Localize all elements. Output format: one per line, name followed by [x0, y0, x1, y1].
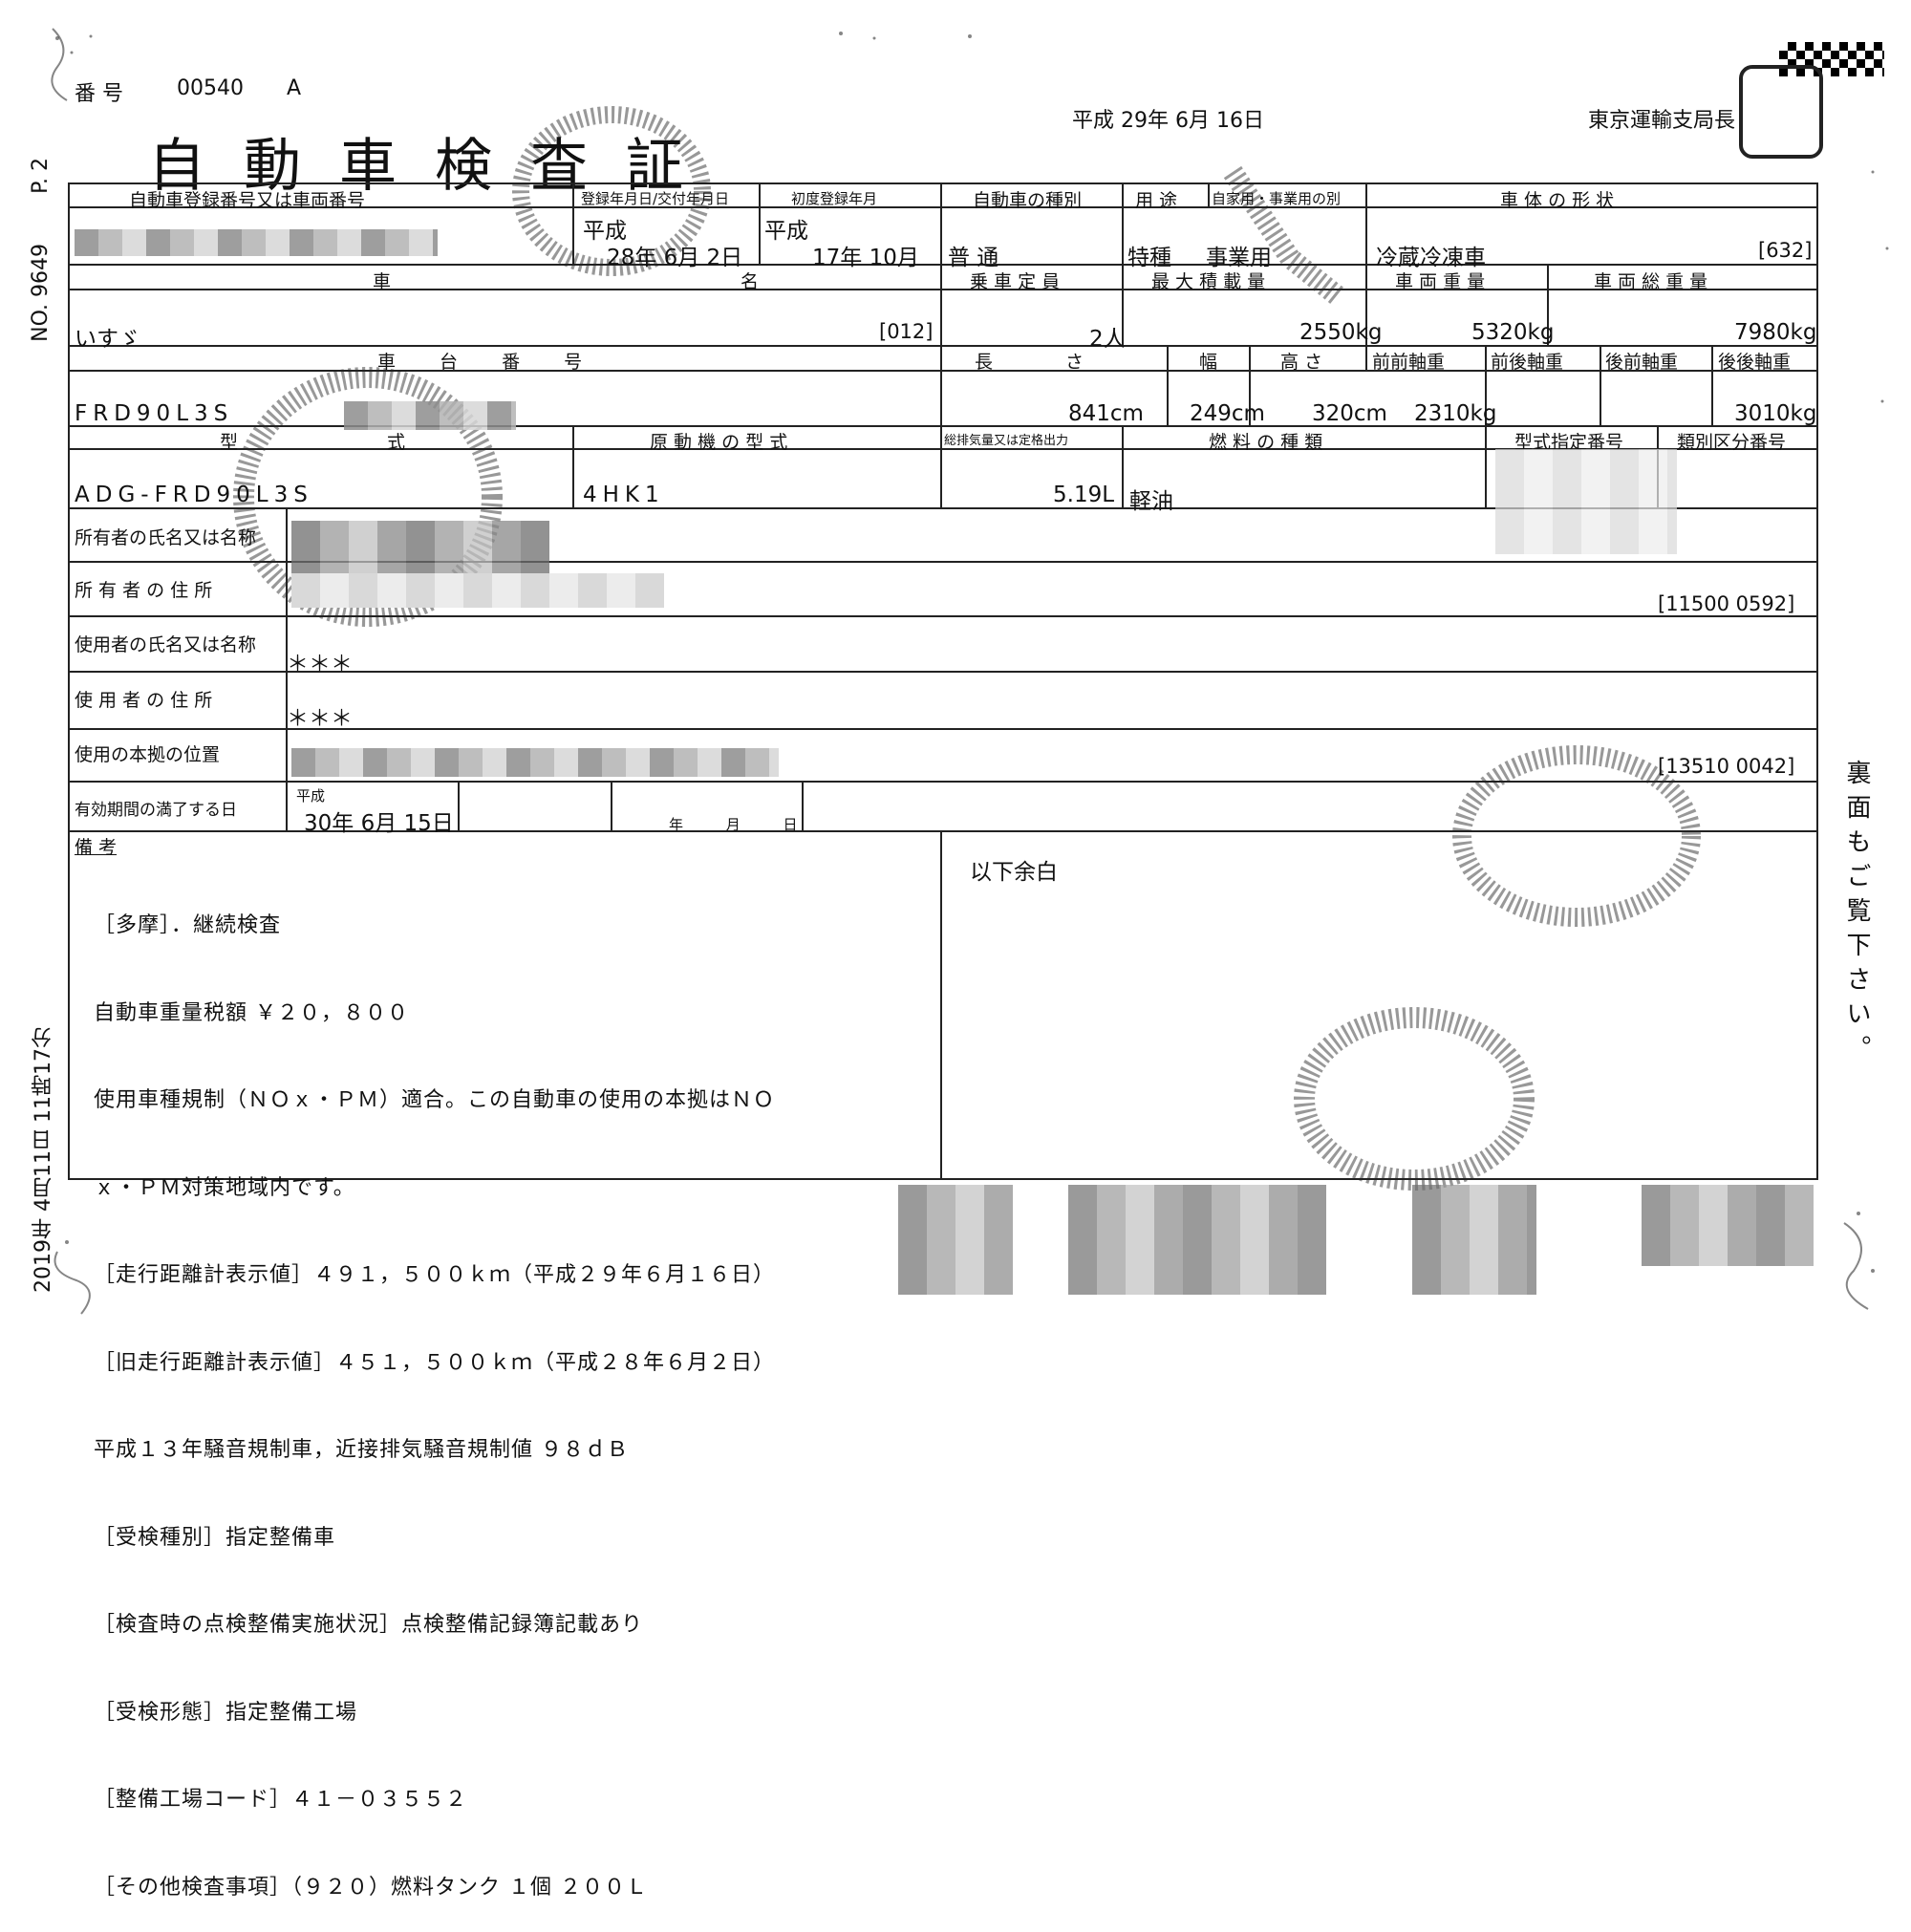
certificate-number: 00540 [177, 76, 244, 100]
engine-model-label: 原 動 機 の 型 式 [650, 432, 788, 453]
height: 320cm [1312, 401, 1387, 426]
remarks-line: 平成１３年騒音規制車，近接排気騒音規制値 ９８ｄＢ [94, 1438, 629, 1462]
engine-model: 4HK1 [583, 483, 665, 507]
remarks-lines: ［多摩］．継続検査 自動車重量税額 ￥２０，８００ 使用車種規制（ＮＯｘ・ＰＭ）… [94, 853, 775, 1932]
remarks-line: 自動車重量税額 ￥２０，８００ [94, 1000, 409, 1025]
remarks-line: ［走行距離計表示値］４９１，５００ｋｍ（平成２９年６月１６日） [94, 1263, 776, 1287]
issuer-name: 東京運輸支局長 [1588, 109, 1736, 133]
body-shape-label: 車 体 の 形 状 [1500, 190, 1615, 211]
max-load-label: 最 大 積 載 量 [1151, 271, 1266, 292]
reg-date-label: 登録年月日/交付年月日 [581, 190, 730, 207]
certificate-number-label: 番 号 [75, 82, 123, 106]
chassis-number: FRD90L3S [75, 401, 234, 426]
body-shape-code: [632] [1758, 239, 1813, 262]
first-reg-date: 17年 10月 [812, 246, 919, 270]
corner-checker-pattern [1779, 42, 1884, 76]
vehicle-kind: 普 通 [948, 246, 999, 270]
displacement-label: 総排気量又は定格出力 [944, 434, 1069, 448]
capacity: 2人 [1089, 327, 1126, 352]
base-location-code: [13510 0042] [1658, 755, 1795, 778]
issuer-seal-icon [1739, 65, 1823, 159]
certificate-suffix: A [287, 76, 302, 100]
gross-weight: 7980kg [1734, 320, 1817, 345]
owner-name-redacted [291, 521, 549, 576]
type-approval-label: 型式指定番号 [1514, 432, 1624, 453]
remarks-line: ［その他検査事項］（９２０）燃料タンク １個 ２００Ｌ [94, 1875, 648, 1900]
base-location-redacted [291, 748, 779, 777]
length-label: 長 さ [975, 352, 1084, 373]
private-business-value: 事業用 [1206, 246, 1272, 270]
type-approval-redacted [1495, 449, 1677, 554]
rear-rear-axle: 3010kg [1734, 401, 1817, 426]
remarks-label: 備 考 [75, 837, 118, 858]
first-reg-era: 平成 [764, 219, 808, 244]
first-reg-label: 初度登録年月 [791, 190, 878, 207]
owner-name-label: 所有者の氏名又は名称 [75, 527, 257, 548]
remarks-line: ｘ・ＰＭ対策地域内です。 [94, 1175, 355, 1200]
chassis-number-label: 車 台 番 号 [377, 352, 583, 373]
certificate-table-grid [68, 182, 1818, 1180]
owner-address-label: 所 有 者 の 住 所 [75, 580, 213, 601]
page-title: 自動車検査証 [148, 133, 721, 200]
user-address-label: 使 用 者 の 住 所 [75, 690, 213, 711]
vehicle-name-label: 車 名 [373, 271, 932, 292]
remarks-line: ［検査時の点検整備実施状況］点検整備記録簿記載あり [94, 1613, 644, 1637]
width-label: 幅 [1199, 352, 1218, 373]
body-shape: 冷蔵冷凍車 [1376, 246, 1486, 270]
back-side-note: 裏面もご覧下さい。 [1842, 760, 1871, 1069]
bottom-redacted-3 [1412, 1185, 1536, 1295]
owner-address-redacted [291, 573, 664, 608]
vehicle-name: いすゞ [75, 327, 140, 352]
reg-number-redacted [75, 229, 438, 256]
reg-number-label: 自動車登録番号又は車両番号 [129, 190, 366, 211]
max-load: 2550kg [1299, 320, 1383, 345]
fuel-type-label: 燃 料 の 種 類 [1209, 432, 1323, 453]
rear-rear-axle-label: 後後軸重 [1718, 352, 1792, 373]
expiry-date: 30年 6月 15日 [304, 811, 454, 836]
vehicle-weight-label: 車 両 重 量 [1395, 271, 1486, 292]
front-front-axle-label: 前前軸重 [1372, 352, 1446, 373]
fuel-type: 軽油 [1129, 489, 1173, 514]
chassis-number-redacted [344, 401, 516, 430]
expiry-extra: 年 月 日 [669, 816, 798, 833]
expiry-era: 平成 [296, 787, 326, 805]
gross-weight-label: 車 両 総 重 量 [1594, 271, 1708, 292]
issue-date: 平成 29年 6月 16日 [1072, 109, 1264, 133]
width: 249cm [1190, 401, 1265, 426]
bottom-redacted-1 [898, 1185, 1013, 1295]
reg-date: 28年 6月 2日 [607, 246, 743, 270]
model: ADG-FRD90L3S [75, 483, 313, 507]
use-label: 用 途 [1135, 190, 1178, 211]
use-value: 特種 [1127, 246, 1171, 270]
user-name-label: 使用者の氏名又は名称 [75, 634, 257, 655]
user-address: ＊＊＊ [287, 706, 353, 731]
private-business-label: 自家用・事業用の別 [1212, 190, 1342, 207]
bottom-redacted-2 [1068, 1185, 1326, 1295]
reg-era: 平成 [583, 219, 627, 244]
front-front-axle: 2310kg [1414, 401, 1497, 426]
remarks-line: ［受検種別］指定整備車 [94, 1525, 336, 1550]
remarks-line: ［受検形態］指定整備工場 [94, 1700, 358, 1725]
model-label: 型 式 [220, 432, 406, 453]
owner-address-code: [11500 0592] [1658, 592, 1795, 615]
rear-front-axle-label: 後前軸重 [1605, 352, 1679, 373]
expiry-label: 有効期間の満了する日 [75, 801, 237, 820]
front-rear-axle-label: 前後軸重 [1491, 352, 1564, 373]
vehicle-kind-label: 自動車の種別 [973, 190, 1083, 211]
vehicle-weight: 5320kg [1471, 320, 1555, 345]
vehicle-name-code: [012] [879, 320, 934, 343]
user-name: ＊＊＊ [287, 652, 353, 676]
base-location-label: 使用の本拠の位置 [75, 744, 221, 765]
remarks-right-note: 以下余白 [970, 860, 1058, 885]
capacity-label: 乗 車 定 員 [970, 271, 1061, 292]
remarks-line: 使用車種規制（ＮＯｘ・ＰＭ）適合。この自動車の使用の本拠はＮＯ [94, 1088, 776, 1112]
displacement: 5.19L [1053, 483, 1115, 507]
height-label: 高 さ [1280, 352, 1323, 373]
category-number-label: 類別区分番号 [1677, 432, 1787, 453]
remarks-line: ［多摩］．継続検査 [94, 913, 282, 937]
length: 841cm [1068, 401, 1144, 426]
remarks-line: ［整備工場コード］４１－０３５５２ [94, 1788, 468, 1812]
remarks-line: ［旧走行距離計表示値］４５１，５００ｋｍ（平成２８年６月２日） [94, 1350, 776, 1375]
bottom-redacted-4 [1642, 1185, 1814, 1266]
